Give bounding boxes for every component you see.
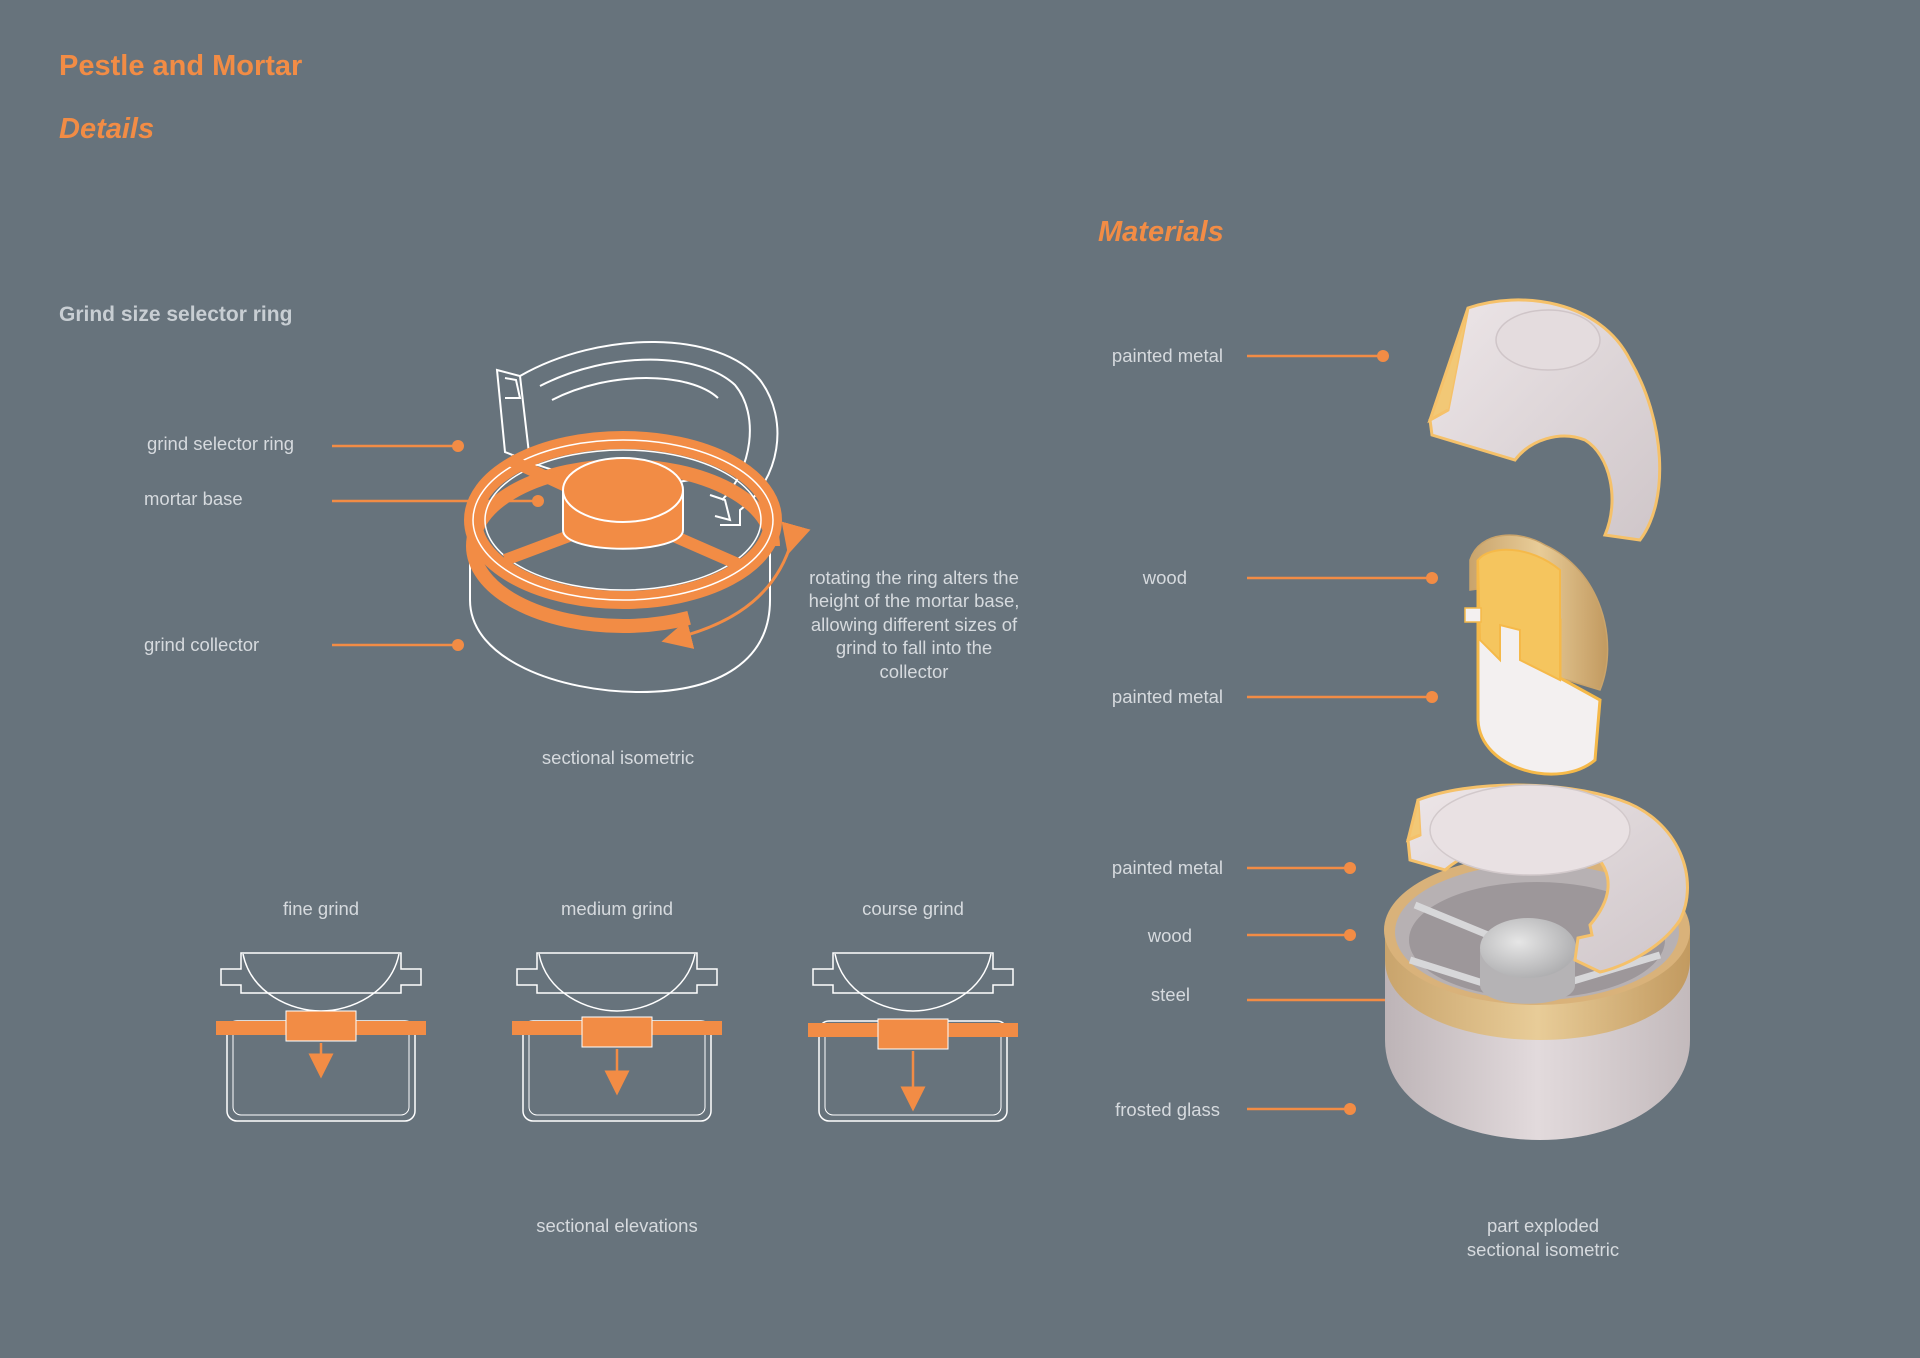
material-label-wood-2: wood	[1147, 925, 1192, 946]
elevation-course	[808, 952, 1018, 1122]
material-label-painted-metal-1: painted metal	[1111, 345, 1223, 366]
elevation-medium	[512, 952, 722, 1122]
page-title: Pestle and Mortar	[59, 50, 303, 82]
materials-heading: Materials	[1098, 216, 1224, 248]
material-label-painted-metal-2: painted metal	[1111, 686, 1223, 707]
details-heading: Details	[59, 113, 155, 145]
grind-selector-subheading: Grind size selector ring	[59, 303, 293, 326]
rotation-note: rotating the ring alters the height of t…	[808, 567, 1020, 682]
label-grind-selector-ring: grind selector ring	[147, 433, 295, 454]
elevation-label-fine: fine grind	[282, 898, 360, 919]
material-label-painted-metal-3: painted metal	[1111, 857, 1223, 878]
label-mortar-base: mortar base	[144, 488, 243, 509]
exploded-pestle	[1464, 534, 1609, 776]
selector-ring-orange	[464, 431, 782, 633]
label-grind-collector: grind collector	[144, 634, 260, 655]
material-label-steel: steel	[1150, 984, 1190, 1005]
iso-caption: sectional isometric	[541, 747, 695, 768]
elevation-label-medium: medium grind	[560, 898, 674, 919]
elevation-fine	[216, 952, 426, 1122]
material-label-wood-1: wood	[1142, 567, 1187, 588]
material-label-frosted-glass: frosted glass	[1115, 1099, 1220, 1120]
exploded-caption-line1: part exploded	[1486, 1215, 1600, 1236]
elevations-caption: sectional elevations	[536, 1215, 698, 1236]
rotation-arrow	[661, 521, 811, 649]
exploded-top-cap	[1427, 298, 1662, 542]
exploded-caption-line2: sectional isometric	[1466, 1239, 1620, 1260]
exploded-mortar	[1384, 783, 1690, 1140]
elevation-label-course: course grind	[862, 898, 964, 919]
